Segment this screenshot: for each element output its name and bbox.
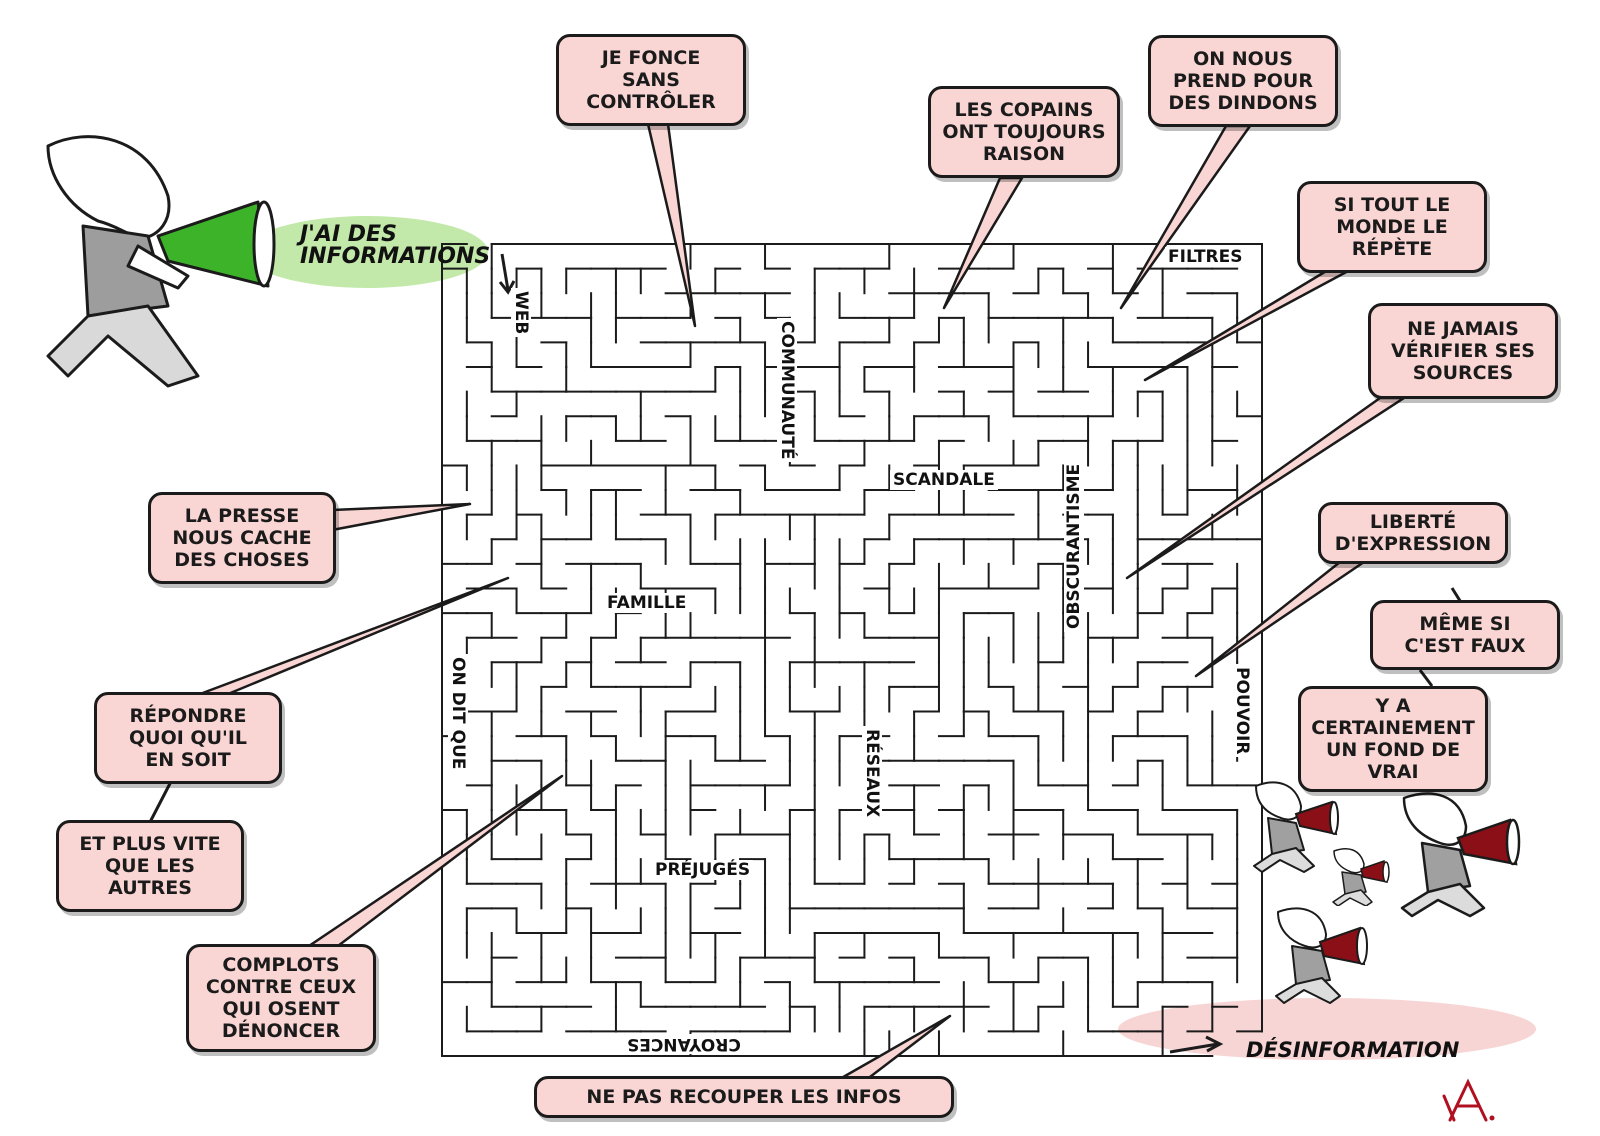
exit-arrowhead (1205, 1035, 1224, 1053)
entry-arrow (500, 253, 510, 291)
bubble-sources: NE JAMAIS VÉRIFIER SES SOURCES (1368, 303, 1558, 399)
maze-label-pouvoir: POUVOIR (1232, 664, 1252, 758)
bubble-dindons: ON NOUS PREND POUR DES DINDONS (1148, 35, 1338, 127)
bubble-presse: LA PRESSE NOUS CACHE DES CHOSES (148, 492, 336, 584)
lead-character (46, 135, 276, 388)
maze-label-croyances: CROYANCES (624, 1034, 744, 1054)
bubble-vite: ET PLUS VITE QUE LES AUTRES (56, 820, 244, 912)
exit-title: DÉSINFORMATION (1246, 1038, 1460, 1062)
body (81, 224, 170, 318)
tail-dindons (1119, 124, 1252, 310)
tail-fonce (646, 122, 697, 328)
maze-label-obscurantisme: OBSCURANTISME (1064, 460, 1084, 632)
bubble-copains: LES COPAINS ONT TOUJOURS RAISON (928, 86, 1120, 178)
exit-arrow (1169, 1042, 1219, 1054)
maze-label-scandale: SCANDALE (890, 470, 998, 490)
connector-fond (1418, 669, 1434, 687)
follower-character-2 (1332, 848, 1390, 906)
legs (46, 304, 200, 388)
bubble-faux: MÊME SI C'EST FAUX (1370, 600, 1560, 670)
tail-complots (298, 774, 564, 954)
entry-arrowhead (498, 280, 516, 295)
entry-highlight (246, 216, 488, 288)
bubble-recouper: NE PAS RECOUPER LES INFOS (534, 1076, 954, 1118)
bubble-complots: COMPLOTS CONTRE CEUX QUI OSENT DÉNONCER (186, 944, 376, 1052)
tail-copains (942, 176, 1024, 310)
megaphone-icon (156, 200, 276, 288)
megaphone-icon (1294, 800, 1338, 836)
tail-repete (1143, 268, 1352, 382)
tail-presse (330, 502, 472, 532)
maze-label-reseaux: RÉSEAUX (862, 726, 882, 821)
maze-label-filtres: FILTRES (1165, 247, 1246, 267)
maze-label-communaute: COMMUNAUTÉ (777, 318, 797, 463)
bubble-liberte: LIBERTÉ D'EXPRESSION (1318, 502, 1508, 564)
maze-label-web: WEB (511, 288, 531, 338)
head (46, 135, 171, 240)
follower-character-4 (1275, 907, 1368, 1004)
maze-label-prejuges: PRÉJUGÉS (652, 860, 754, 880)
follower-character-1 (1253, 781, 1339, 873)
entry-title: J'AI DES INFORMATIONS (300, 222, 491, 269)
maze-label-famille: FAMILLE (604, 593, 690, 613)
bubble-repete: SI TOUT LE MONDE LE RÉPÈTE (1297, 181, 1487, 273)
megaphone-icon (1456, 818, 1518, 866)
arm (126, 244, 190, 290)
bubble-fond: Y A CERTAINEMENT UN FOND DE VRAI (1298, 686, 1488, 792)
tail-recouper (836, 1014, 952, 1082)
bubble-repondre: RÉPONDRE QUOI QU'IL EN SOIT (94, 692, 282, 784)
artist-signature (1440, 1076, 1500, 1136)
maze-label-on-dit-que: ON DIT QUE (448, 654, 468, 773)
bubble-fonce: JE FONCE SANS CONTRÔLER (556, 34, 746, 126)
tail-liberte (1194, 560, 1366, 678)
follower-character-3 (1400, 792, 1521, 918)
